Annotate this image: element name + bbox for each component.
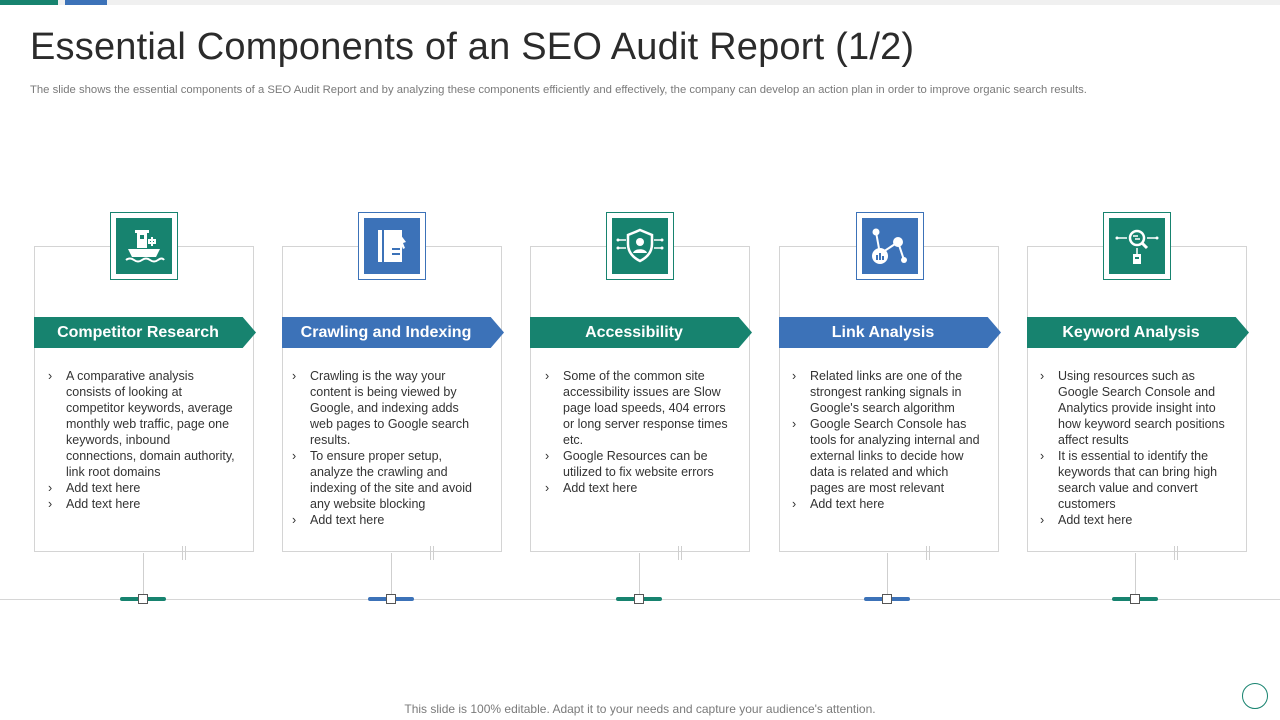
timeline-node <box>386 594 396 604</box>
connector-tick <box>678 546 682 560</box>
component-heading-banner: Competitor Research <box>34 317 256 348</box>
component-icon-frame <box>856 212 924 280</box>
component-heading: Link Analysis <box>831 324 935 341</box>
page-subtitle: The slide shows the essential components… <box>30 84 1087 96</box>
connector-tick <box>182 546 186 560</box>
component-heading: Keyword Analysis <box>1062 324 1200 341</box>
bullet-item: Add text here <box>290 512 480 528</box>
connector-tick <box>1174 546 1178 560</box>
top-accent-bar <box>0 0 1280 5</box>
component-heading: Competitor Research <box>57 324 219 341</box>
timeline-connector <box>639 553 640 597</box>
bullet-item: To ensure proper setup, analyze the craw… <box>290 448 480 512</box>
bullet-item: Add text here <box>790 496 980 512</box>
connector-tick <box>430 546 434 560</box>
ship-trophy-icon <box>116 218 172 274</box>
component-bullet-list: Some of the common site accessibility is… <box>543 368 733 496</box>
magnifier-tag-icon <box>1109 218 1165 274</box>
component-bullet-list: Related links are one of the strongest r… <box>790 368 980 512</box>
component-heading: Crawling and Indexing <box>300 324 472 341</box>
component-heading-banner: Link Analysis <box>779 317 1001 348</box>
timeline-connector <box>1135 553 1136 597</box>
bullet-item: Add text here <box>46 480 236 496</box>
connector-tick <box>926 546 930 560</box>
component-heading: Accessibility <box>585 324 683 341</box>
component-bullet-list: A comparative analysis consists of looki… <box>46 368 236 512</box>
circle-icon <box>1242 683 1268 709</box>
bullet-item: It is essential to identify the keywords… <box>1038 448 1228 512</box>
document-pointer-icon <box>364 218 420 274</box>
timeline-connector <box>143 553 144 597</box>
bullet-item: Related links are one of the strongest r… <box>790 368 980 416</box>
component-icon-frame <box>358 212 426 280</box>
footer-note: This slide is 100% editable. Adapt it to… <box>404 702 876 716</box>
bullet-item: Google Search Console has tools for anal… <box>790 416 980 496</box>
network-chart-icon <box>862 218 918 274</box>
component-heading-banner: Keyword Analysis <box>1027 317 1249 348</box>
bullet-item: Using resources such as Google Search Co… <box>1038 368 1228 448</box>
bullet-item: Google Resources can be utilized to fix … <box>543 448 733 480</box>
bullet-item: Crawling is the way your content is bein… <box>290 368 480 448</box>
bullet-item: Some of the common site accessibility is… <box>543 368 733 448</box>
component-icon-frame <box>110 212 178 280</box>
bullet-item: Add text here <box>46 496 236 512</box>
bullet-item: Add text here <box>1038 512 1228 528</box>
timeline-connector <box>391 553 392 597</box>
component-icon-frame <box>1103 212 1171 280</box>
timeline-node <box>882 594 892 604</box>
component-icon-frame <box>606 212 674 280</box>
component-heading-banner: Crawling and Indexing <box>282 317 504 348</box>
timeline-connector <box>887 553 888 597</box>
component-bullet-list: Crawling is the way your content is bein… <box>290 368 480 528</box>
component-heading-banner: Accessibility <box>530 317 752 348</box>
top-accent-blue <box>65 0 107 5</box>
bullet-item: A comparative analysis consists of looki… <box>46 368 236 480</box>
component-bullet-list: Using resources such as Google Search Co… <box>1038 368 1228 528</box>
bullet-item: Add text here <box>543 480 733 496</box>
timeline-node <box>634 594 644 604</box>
timeline-node <box>138 594 148 604</box>
page-title: Essential Components of an SEO Audit Rep… <box>30 26 915 68</box>
shield-user-icon <box>612 218 668 274</box>
timeline-node <box>1130 594 1140 604</box>
top-accent-green <box>0 0 58 5</box>
